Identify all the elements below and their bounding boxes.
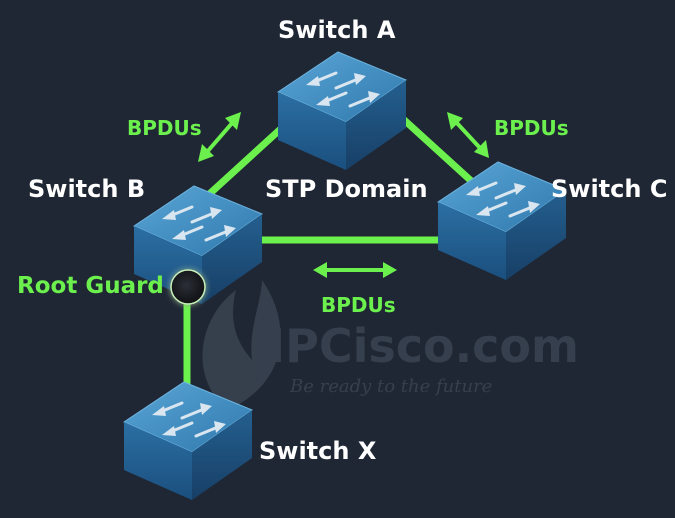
watermark: IPCisco.com Be ready to the future <box>202 280 579 410</box>
bpdu-arrow-ab <box>198 112 241 162</box>
link-a-b <box>201 121 289 202</box>
bpdu-arrow-ac <box>447 112 489 158</box>
watermark-brand: IPCisco.com <box>268 319 579 373</box>
watermark-tagline: Be ready to the future <box>289 376 492 397</box>
bpdu-label-bc: BPDUs <box>321 293 396 317</box>
bpdu-arrows <box>198 112 489 278</box>
bpdu-arrow-bc <box>313 262 397 278</box>
switch-a-icon <box>276 50 408 172</box>
switch-a-label: Switch A <box>278 16 396 44</box>
stp-domain-label: STP Domain <box>265 175 428 203</box>
switch-x-label: Switch X <box>259 437 377 465</box>
root-guard-marker <box>170 269 206 305</box>
bpdu-label-ab: BPDUs <box>127 116 202 140</box>
watermark-flame-icon <box>202 280 281 410</box>
bpdu-label-ac: BPDUs <box>494 116 569 140</box>
switch-c-label: Switch C <box>551 175 668 203</box>
root-guard-label: Root Guard <box>17 273 164 299</box>
switch-c-icon <box>436 160 568 282</box>
switch-b-label: Switch B <box>28 175 146 203</box>
